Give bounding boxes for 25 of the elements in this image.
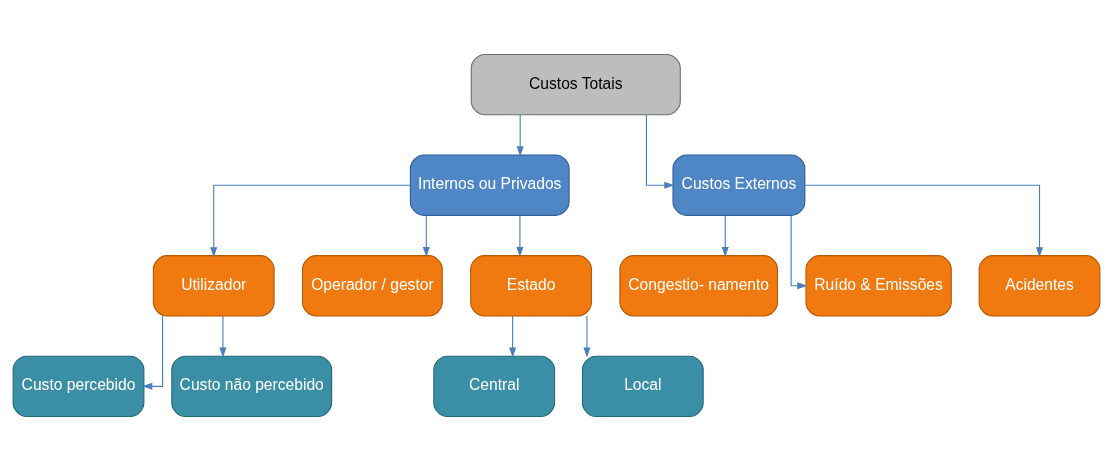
arrow <box>516 214 524 257</box>
node-box: Custos Externos <box>672 154 806 216</box>
node-box: Custos Totais <box>470 53 681 115</box>
arrow <box>422 214 430 257</box>
node-box: Custo percebido <box>12 355 145 417</box>
arrow <box>219 314 227 358</box>
node-box: Utilizador <box>152 254 275 316</box>
node-box: Congestio- namento <box>619 254 779 316</box>
node-box: Estado <box>470 254 592 316</box>
arrow <box>516 113 524 156</box>
node-box: Operador / gestor <box>302 254 443 316</box>
arrow <box>645 113 675 189</box>
node-box: Ruído & Emissões <box>805 254 952 316</box>
arrow <box>804 184 1044 257</box>
arrow <box>583 314 591 358</box>
node-box: Custo não percebido <box>171 355 333 417</box>
node-box: Internos ou Privados <box>409 154 570 216</box>
node-box: Acidentes <box>978 254 1101 316</box>
arrow <box>210 184 411 257</box>
arrow <box>509 314 517 358</box>
arrow <box>790 214 808 289</box>
node-box: Central <box>433 355 556 417</box>
arrow <box>721 214 729 257</box>
node-box: Local <box>581 355 704 417</box>
arrow <box>142 314 164 390</box>
